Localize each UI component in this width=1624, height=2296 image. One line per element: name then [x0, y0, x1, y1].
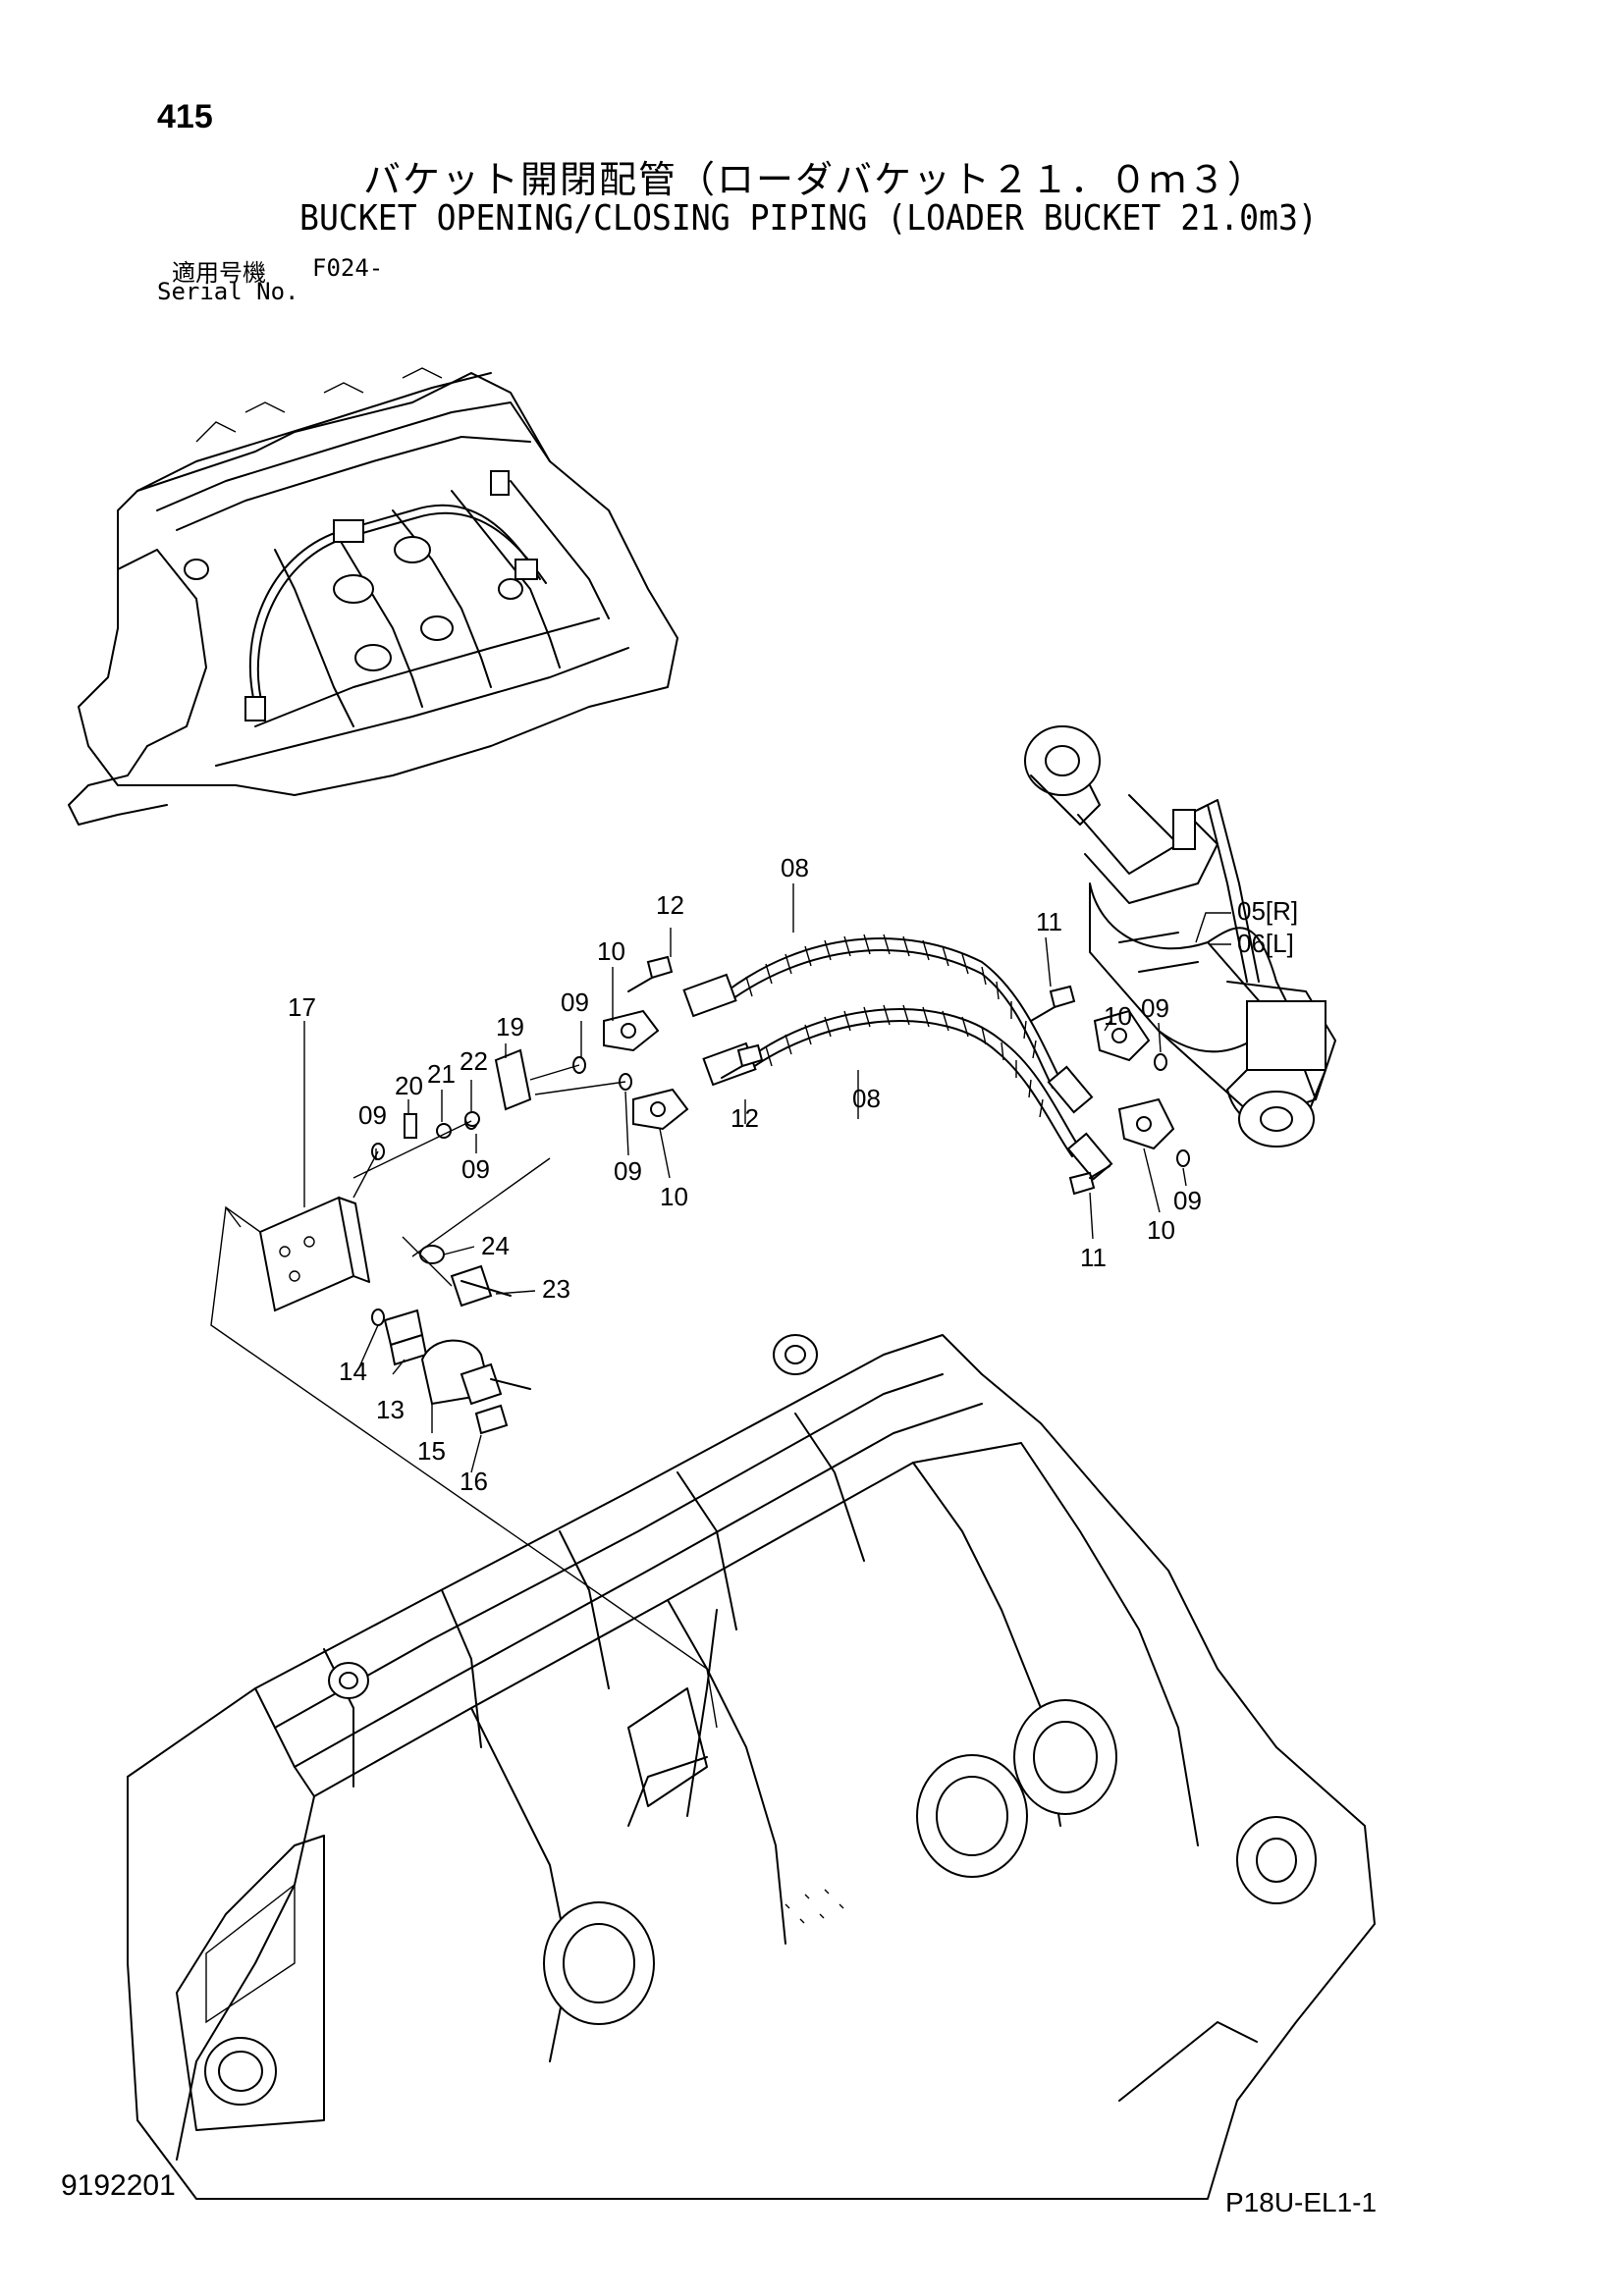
bucket-lower-illustration [127, 1334, 1376, 2200]
fitting-parts [258, 955, 1190, 1435]
serial-label-english: Serial No. [157, 278, 299, 305]
callout-06: 06[L] [1237, 929, 1294, 958]
callout-19: 19 [496, 1012, 524, 1041]
callout-11: 11 [1036, 907, 1062, 936]
callout-24: 24 [481, 1231, 510, 1260]
callout-13: 13 [376, 1395, 405, 1424]
serial-number-value: F024- [312, 254, 384, 282]
callout-10: 10 [1104, 1001, 1132, 1031]
callout-12: 12 [731, 1103, 759, 1133]
callout-16: 16 [460, 1467, 488, 1496]
callout-leaders [303, 883, 1231, 1473]
bucket-cylinder-illustration [1024, 725, 1336, 1148]
hose-lower [702, 1004, 1113, 1181]
callout-20: 20 [395, 1071, 423, 1100]
callout-17: 17 [288, 992, 316, 1022]
callout-09: 09 [614, 1156, 642, 1186]
callout-11: 11 [1080, 1243, 1107, 1272]
page-number: 415 [157, 98, 213, 135]
callout-09: 09 [358, 1100, 387, 1130]
hose-upper [682, 934, 1094, 1114]
leader-block-to-bucket [210, 1205, 718, 1729]
callout-21: 21 [427, 1059, 456, 1089]
title-english: BUCKET OPENING/CLOSING PIPING (LOADER BU… [299, 198, 1318, 239]
callout-22: 22 [460, 1046, 488, 1076]
callout-10: 10 [1147, 1215, 1175, 1245]
sheet-code: P18U-EL1-1 [1225, 2187, 1378, 2217]
callout-05: 05[R] [1237, 896, 1298, 926]
callout-labels: 08 08 05[R] 06[L] 12 12 11 11 10 10 10 1… [288, 853, 1298, 1496]
callout-08: 08 [781, 853, 809, 882]
callout-09: 09 [1141, 993, 1169, 1023]
callout-15: 15 [417, 1436, 446, 1466]
bucket-overview-illustration [68, 367, 678, 826]
callout-12: 12 [656, 890, 684, 920]
callout-08: 08 [852, 1084, 881, 1113]
callout-14: 14 [339, 1357, 367, 1386]
callout-23: 23 [542, 1274, 570, 1304]
callout-09: 09 [561, 988, 589, 1017]
title-japanese: バケット開閉配管（ローダバケット２１．０ｍ３） [363, 158, 1268, 201]
serial-label-japanese: 適用号機 [172, 259, 266, 287]
callout-09: 09 [461, 1154, 490, 1184]
leader-block-to-bucket-2 [225, 1206, 242, 1228]
callout-09: 09 [1173, 1186, 1202, 1215]
drawing-number: 9192201 [61, 2169, 176, 2202]
callout-10: 10 [660, 1182, 688, 1211]
callout-10: 10 [597, 936, 625, 966]
